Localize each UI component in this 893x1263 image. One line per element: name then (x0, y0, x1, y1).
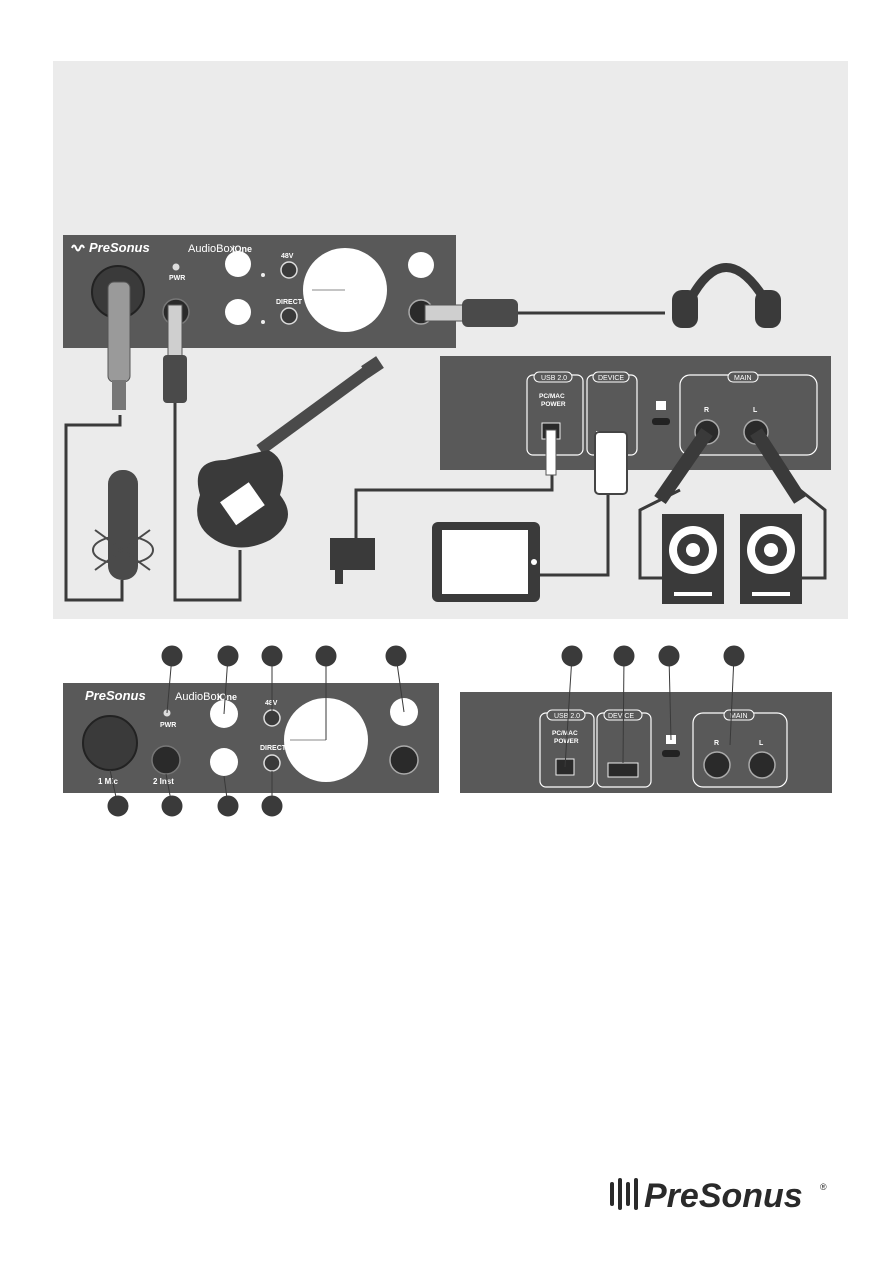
tablet-icon (432, 522, 540, 602)
usb-b-plug-icon (545, 429, 557, 476)
cables (64, 311, 827, 602)
instrument-plug-icon (163, 304, 187, 403)
presonus-logo-icon (71, 244, 85, 252)
power-adapter-icon (330, 538, 375, 584)
front2-phantom-label: 48V (265, 700, 278, 707)
callout-dot (107, 795, 129, 817)
front2-direct-label: DIRECT (260, 745, 287, 752)
callout-dot (261, 645, 283, 667)
rear2-main-out-left[interactable] (748, 751, 776, 779)
phantom-button[interactable] (280, 261, 298, 279)
front2-input1-label: 1 Mic (98, 777, 119, 786)
front2-gain-knob-2[interactable] (210, 748, 238, 776)
rear-main-label: MAIN (734, 375, 752, 382)
direct-label: DIRECT (276, 299, 303, 306)
presonus-wave-icon (610, 1178, 638, 1210)
front2-input2-label: 2 Inst (153, 777, 174, 786)
rear2-main-out-right[interactable] (703, 751, 731, 779)
rear-usb-label: USB 2.0 (541, 375, 567, 382)
callout-dot (561, 645, 583, 667)
callout-dot (261, 795, 283, 817)
front2-headphone-jack[interactable] (389, 745, 419, 775)
rear2-device-label: DEVICE (608, 713, 634, 720)
rear-left-label: L (753, 407, 758, 414)
footer-trademark: ® (820, 1182, 827, 1192)
rear-right-label: R (704, 407, 709, 414)
speaker-left-icon (662, 514, 724, 604)
callout-dot (161, 795, 183, 817)
rear-usb-sub2: POWER (541, 401, 566, 408)
footer-logo: PreSonus ® (610, 1177, 827, 1215)
direct-button[interactable] (280, 307, 298, 325)
microphone-icon (92, 470, 154, 580)
front2-model: AudioBox (175, 691, 223, 703)
pwr-led (172, 263, 180, 271)
front-model-suffix: iOne (232, 244, 252, 254)
callout-markers (107, 645, 745, 817)
rear2-right-label: R (714, 740, 719, 747)
headphone-knob[interactable] (408, 252, 434, 278)
headphones-icon (672, 263, 781, 328)
trs-plugs-icon (654, 428, 806, 504)
front-brand: PreSonus (89, 240, 150, 255)
rear-device-label: DEVICE (598, 375, 624, 382)
rear-panel-callout: USB 2.0 PC/MAC POWER DEVICE MAIN R L (460, 692, 832, 793)
front2-model-suffix: iOne (217, 692, 237, 702)
front2-pwr-label: PWR (160, 722, 176, 729)
callout-dot (723, 645, 745, 667)
gain-knob-1[interactable] (225, 251, 251, 277)
callout-dot (217, 645, 239, 667)
rear2-usb-sub1: PC/MAC (552, 730, 578, 737)
guitar-icon (197, 356, 384, 548)
front2-direct-button[interactable] (263, 754, 281, 772)
rear2-left-label: L (759, 740, 764, 747)
rear2-usb-label: USB 2.0 (554, 713, 580, 720)
rear2-main-label: MAIN (730, 713, 748, 720)
speaker-right-icon (740, 514, 802, 604)
rear2-usb-a-port[interactable] (607, 762, 639, 778)
lock-icon (652, 401, 670, 425)
front-model: AudioBox (188, 243, 236, 255)
headphone-plug-icon (424, 299, 518, 327)
callout-dot (613, 645, 635, 667)
pwr-label: PWR (169, 275, 185, 282)
usb-a-plug-icon (594, 431, 628, 495)
callout-dot (217, 795, 239, 817)
gain-knob-2[interactable] (225, 299, 251, 325)
callout-dot (315, 645, 337, 667)
callout-dot (161, 645, 183, 667)
phantom-label: 48V (281, 253, 294, 260)
front2-brand: PreSonus (85, 688, 146, 703)
front2-inst-jack[interactable] (151, 745, 181, 775)
front-panel-callout: PreSonus AudioBox iOne 1 Mic PWR 2 Inst … (63, 683, 439, 793)
footer-brand: PreSonus (644, 1177, 803, 1215)
xlr-plug-icon (107, 281, 131, 410)
rear-usb-sub1: PC/MAC (539, 393, 565, 400)
front2-xlr-jack[interactable] (82, 715, 138, 771)
callout-dot (658, 645, 680, 667)
callout-dot (385, 645, 407, 667)
